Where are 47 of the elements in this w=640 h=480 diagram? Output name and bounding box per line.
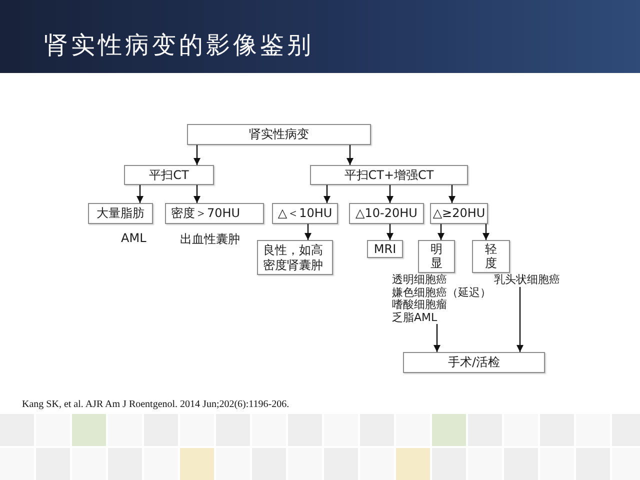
arrow <box>304 224 312 240</box>
arrow <box>386 224 394 240</box>
step-text: 良性，如高密度肾囊肿 <box>263 242 324 272</box>
process-box <box>403 352 545 373</box>
step-text: 肾实性病变 <box>249 127 309 142</box>
arrow <box>482 224 490 240</box>
process-box <box>367 240 403 258</box>
diagnosis-text: 嗜酸细胞瘤 <box>392 299 447 312</box>
step-text: 手术/活检 <box>448 355 500 370</box>
process-box <box>187 124 371 145</box>
diagnosis-text: 乏脂AML <box>392 312 438 324</box>
process-box <box>349 203 424 224</box>
citation-text: Kang SK, et al. AJR Am J Roentgenol. 2014 Jun;202(6):1196-206. <box>22 399 290 411</box>
step-text: △＜10HU <box>278 206 332 221</box>
diagnosis-text: 透明细胞癌 <box>392 274 447 286</box>
arrow <box>194 145 200 165</box>
result-text: 出血性囊肿 <box>180 232 240 247</box>
arrow <box>448 185 456 203</box>
arrow <box>324 185 330 203</box>
arrow <box>434 324 440 352</box>
process-box <box>472 240 510 273</box>
step-text: 密度＞70HU <box>171 206 240 221</box>
process-box <box>272 203 338 224</box>
arrow <box>516 287 524 352</box>
step-text: 轻度 <box>485 243 497 270</box>
process-box <box>418 240 455 273</box>
step-text: △10-20HU <box>356 206 418 221</box>
process-box <box>257 240 333 275</box>
process-box <box>88 203 153 224</box>
arrow <box>346 145 354 165</box>
result-text: AML <box>121 231 146 246</box>
arrow <box>136 185 144 203</box>
arrow <box>194 185 200 203</box>
slide-title: 肾实性病变的影像鉴别 <box>44 31 314 59</box>
process-box <box>310 165 468 185</box>
step-text: 大量脂肪 <box>96 206 144 221</box>
process-box <box>124 165 214 185</box>
process-box <box>165 203 264 224</box>
step-text: △≥20HU <box>432 206 486 221</box>
arrow <box>386 185 394 203</box>
diagnosis-text: 乳头状细胞癌 <box>494 274 560 286</box>
step-text: 明显 <box>430 243 442 270</box>
arrow <box>438 224 444 240</box>
step-text: 平扫CT+增强CT <box>344 168 434 182</box>
step-text: 平扫CT <box>149 168 189 182</box>
step-text: MRI <box>374 242 396 256</box>
diagnosis-text: 嫌色细胞癌（延迟） <box>392 286 491 298</box>
